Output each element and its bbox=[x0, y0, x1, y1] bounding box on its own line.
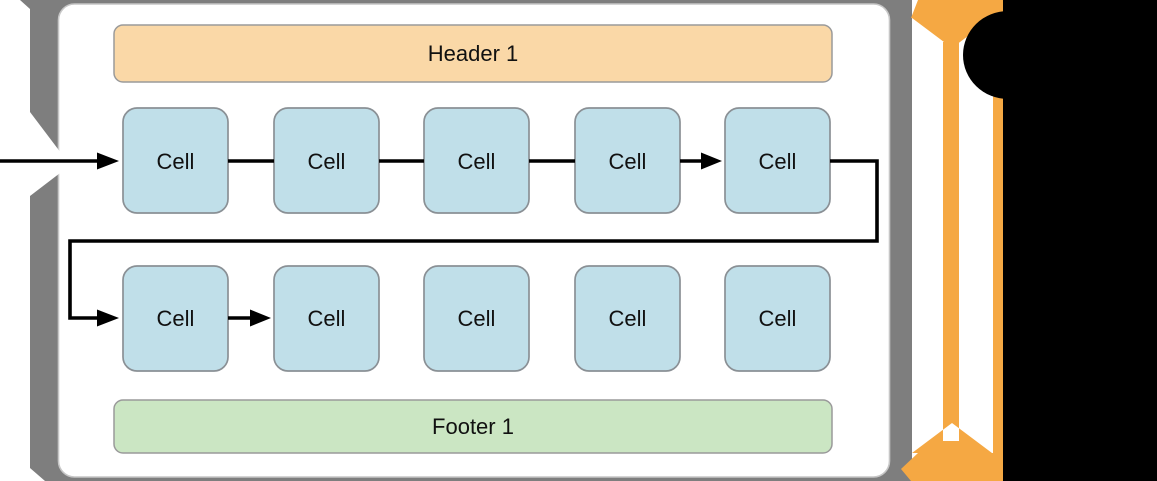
cell-label: Cell bbox=[609, 306, 647, 331]
cell: Cell bbox=[423, 265, 530, 372]
cell: Cell bbox=[574, 107, 681, 214]
cell-label: Cell bbox=[157, 149, 195, 174]
scroll-direction-arrow bbox=[901, 0, 1003, 481]
flow-arrowhead bbox=[250, 309, 271, 327]
cell: Cell bbox=[273, 107, 380, 214]
item-flow-arrows bbox=[0, 152, 879, 327]
cell-label: Cell bbox=[308, 306, 346, 331]
cell-box bbox=[724, 265, 831, 372]
cell: Cell bbox=[273, 265, 380, 372]
cell: Cell bbox=[724, 265, 831, 372]
cell: Cell bbox=[122, 265, 229, 372]
section-footer-label: Footer 1 bbox=[432, 414, 514, 439]
cell: Cell bbox=[574, 265, 681, 372]
cell-row-2: Cell Cell Cell Cell Cell bbox=[122, 265, 831, 372]
cell-label: Cell bbox=[308, 149, 346, 174]
frame-notch bbox=[30, 112, 64, 196]
section-footer-bar bbox=[113, 399, 833, 454]
cell-label: Cell bbox=[609, 149, 647, 174]
frame-torn-edge-top bbox=[20, 0, 30, 9]
section-header-bar bbox=[113, 24, 833, 83]
section-header: Header 1 bbox=[113, 24, 833, 83]
cell: Cell bbox=[423, 107, 530, 214]
flow-wrap-arrowhead bbox=[97, 309, 119, 327]
section-footer: Footer 1 bbox=[113, 399, 833, 454]
section-header-label: Header 1 bbox=[428, 41, 519, 66]
cell-box bbox=[273, 265, 380, 372]
cell: Cell bbox=[724, 107, 831, 214]
flow-wrap-line bbox=[68, 159, 879, 320]
cell-box bbox=[423, 265, 530, 372]
cell-label: Cell bbox=[157, 306, 195, 331]
cell-label: Cell bbox=[458, 306, 496, 331]
flow-arrowhead bbox=[701, 152, 722, 170]
cell-row-1: Cell Cell Cell Cell Cell bbox=[122, 107, 831, 214]
flow-entry-arrowhead bbox=[97, 152, 119, 170]
frame-torn-edge-bottom bbox=[30, 468, 45, 481]
cell-label: Cell bbox=[759, 149, 797, 174]
cell-box bbox=[574, 265, 681, 372]
cell: Cell bbox=[122, 107, 229, 214]
cell-label: Cell bbox=[759, 306, 797, 331]
black-region bbox=[1003, 0, 1157, 481]
cell-label: Cell bbox=[458, 149, 496, 174]
